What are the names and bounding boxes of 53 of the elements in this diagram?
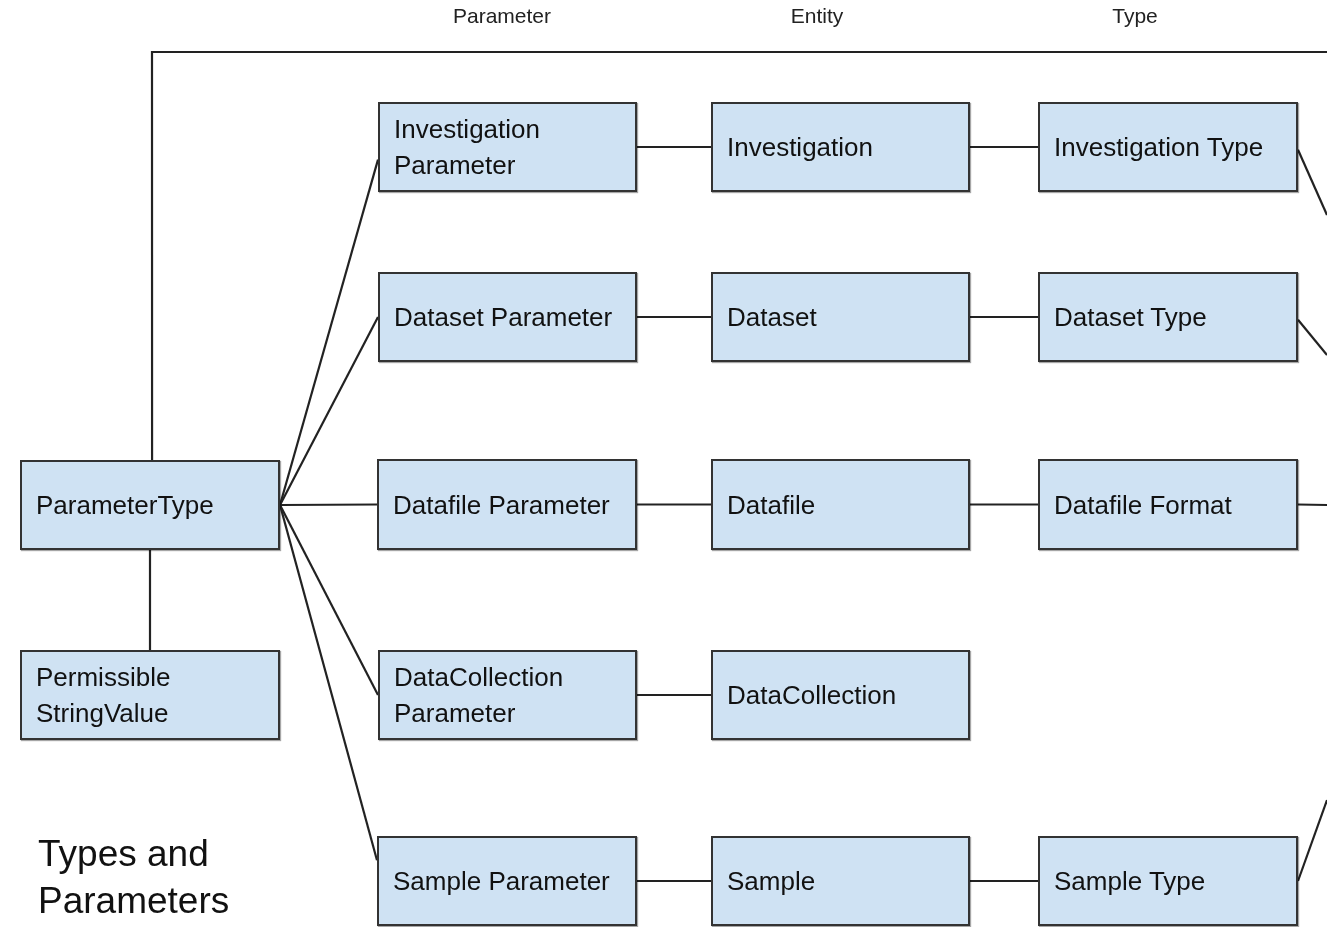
connector-line <box>1298 503 1327 507</box>
column-header: Type <box>1112 4 1158 28</box>
box-label: Sample Type <box>1054 865 1206 898</box>
entity-box <box>20 460 280 550</box>
connector-line <box>280 503 377 507</box>
box-label: Permissible StringValue <box>36 661 172 730</box>
entity-box <box>1038 102 1298 192</box>
connector-line <box>279 504 379 696</box>
box-label: DataCollection <box>727 679 897 712</box>
box-label: Dataset Type <box>1054 301 1207 334</box>
connector-line <box>637 879 711 883</box>
box-label: Investigation Parameter <box>394 113 541 182</box>
box-label: DataCollection Parameter <box>394 661 565 730</box>
connector-line <box>1297 149 1327 216</box>
entity-box <box>378 272 637 362</box>
connector-line <box>970 879 1038 883</box>
entity-box <box>711 459 970 550</box>
entity-box <box>378 102 637 192</box>
entity-box <box>377 836 637 926</box>
box-label: Datafile Parameter <box>393 488 610 522</box>
connector-line <box>970 315 1038 319</box>
box-label: Dataset Parameter <box>394 301 613 334</box>
connector-line <box>637 315 711 319</box>
entity-box <box>1038 459 1298 550</box>
box-label: Sample Parameter <box>393 865 610 898</box>
column-header: Parameter <box>453 4 551 28</box>
entity-box <box>711 272 970 362</box>
entity-box <box>377 459 637 550</box>
entity-box <box>1038 272 1298 362</box>
connector-line <box>970 145 1038 149</box>
connector-line <box>148 550 152 650</box>
connector-line <box>279 316 379 506</box>
entity-box <box>20 650 280 740</box>
diagram-title: Types and Parameters <box>38 832 231 923</box>
connector-line <box>1297 319 1327 356</box>
box-label: ParameterType <box>36 489 214 522</box>
box-label: Datafile <box>727 488 816 522</box>
entity-box <box>711 102 970 192</box>
entity-box <box>1038 836 1298 926</box>
connector-line <box>637 145 711 149</box>
entity-box <box>711 650 970 740</box>
box-label: Investigation Type <box>1054 131 1264 164</box>
connector-line <box>637 693 711 697</box>
connector-line <box>637 503 711 506</box>
entity-box <box>711 836 970 926</box>
box-label: Dataset <box>727 301 817 334</box>
entity-box <box>378 650 637 740</box>
connector-line <box>970 503 1038 506</box>
column-header: Entity <box>790 4 844 28</box>
connector-line <box>150 50 1327 460</box>
box-label: Investigation <box>727 131 873 164</box>
box-label: Sample <box>727 865 816 898</box>
box-label: Datafile Format <box>1054 488 1232 522</box>
